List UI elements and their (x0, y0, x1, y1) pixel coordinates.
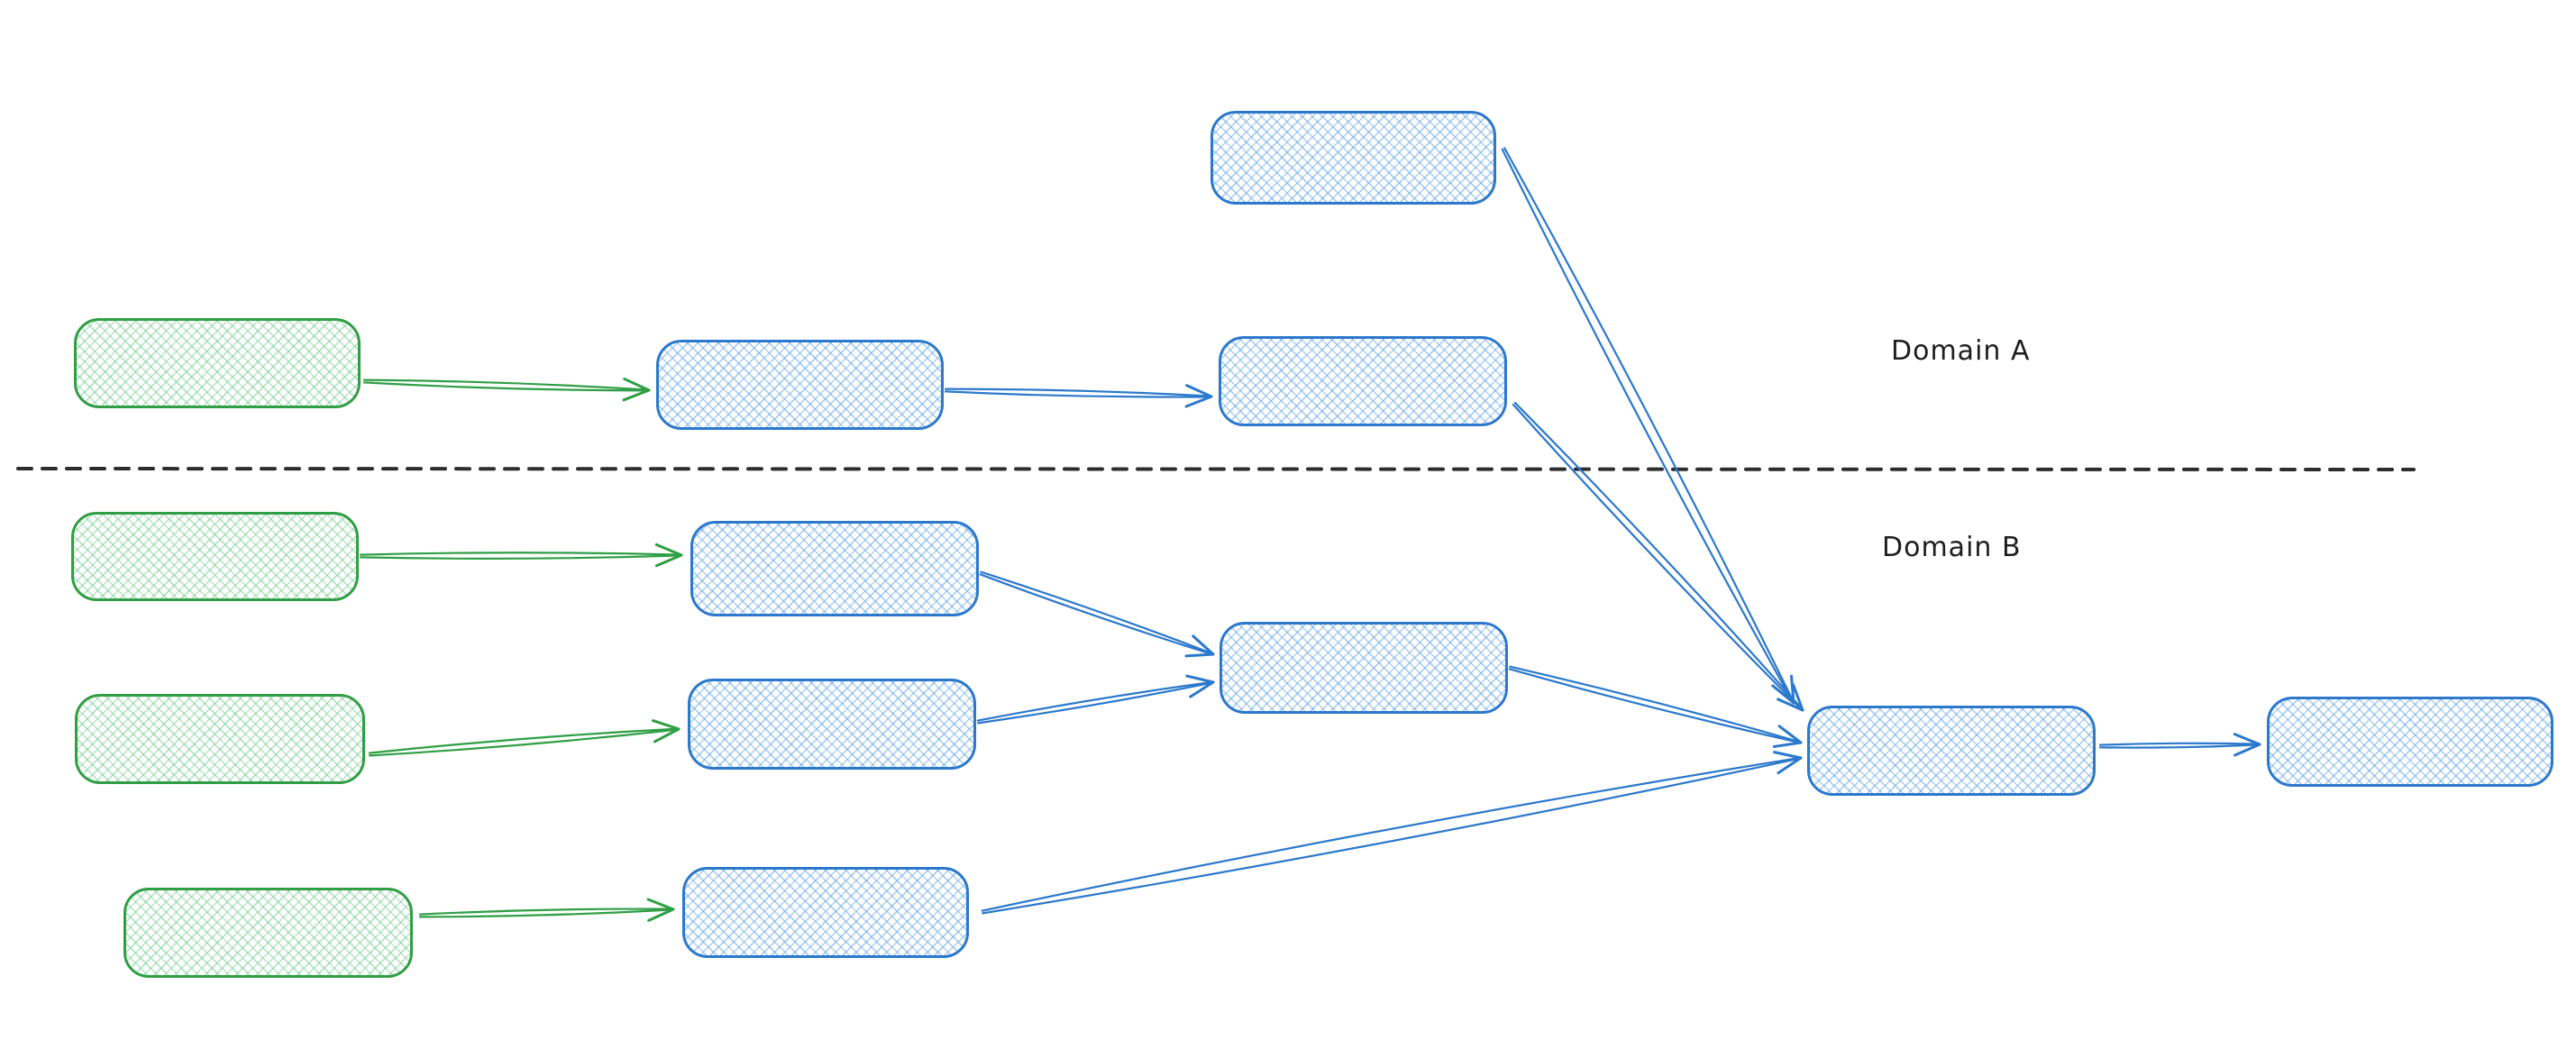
shape-blue-a2[interactable] (1219, 336, 1507, 426)
arrow-blue-b-mid-to-blue-r1[interactable] (1508, 665, 1803, 748)
domain-a-label[interactable]: Domain A (1891, 335, 2031, 367)
shape-blue-a-top[interactable] (1210, 111, 1496, 205)
arrow-blue-a-top-to-blue-r1[interactable] (1501, 147, 1795, 705)
shape-blue-a1[interactable] (656, 340, 944, 430)
shape-blue-b1[interactable] (690, 521, 979, 616)
arrow-blue-b3-to-blue-r1[interactable] (981, 751, 1803, 915)
arrow-green-a-to-blue-a1[interactable] (362, 377, 651, 402)
domain-b-label[interactable]: Domain B (1882, 532, 2022, 563)
arrow-green-b3-to-blue-b3[interactable] (418, 898, 675, 922)
arrow-blue-a1-to-blue-a2[interactable] (944, 384, 1213, 408)
shape-green-a[interactable] (74, 318, 361, 408)
arrow-blue-b1-to-blue-b-mid[interactable] (979, 570, 1215, 658)
shape-blue-b2[interactable] (688, 679, 976, 770)
shape-blue-r1[interactable] (1807, 706, 2096, 796)
arrow-blue-r1-to-blue-r2[interactable] (2098, 733, 2261, 757)
shape-blue-r2[interactable] (2267, 697, 2553, 787)
arrow-green-b1-to-blue-b1[interactable] (359, 543, 683, 568)
arrow-blue-b2-to-blue-b-mid[interactable] (976, 674, 1215, 725)
arrow-blue-a2-to-blue-r1[interactable] (1512, 401, 1804, 712)
shape-green-b1[interactable] (71, 512, 359, 601)
shape-green-b3[interactable] (123, 888, 413, 978)
shape-green-b2[interactable] (75, 694, 365, 784)
arrow-green-b2-to-blue-b2[interactable] (368, 719, 681, 757)
domain-divider-line[interactable] (16, 467, 2416, 471)
shape-blue-b3[interactable] (682, 867, 969, 958)
shape-blue-b-mid[interactable] (1219, 622, 1508, 714)
